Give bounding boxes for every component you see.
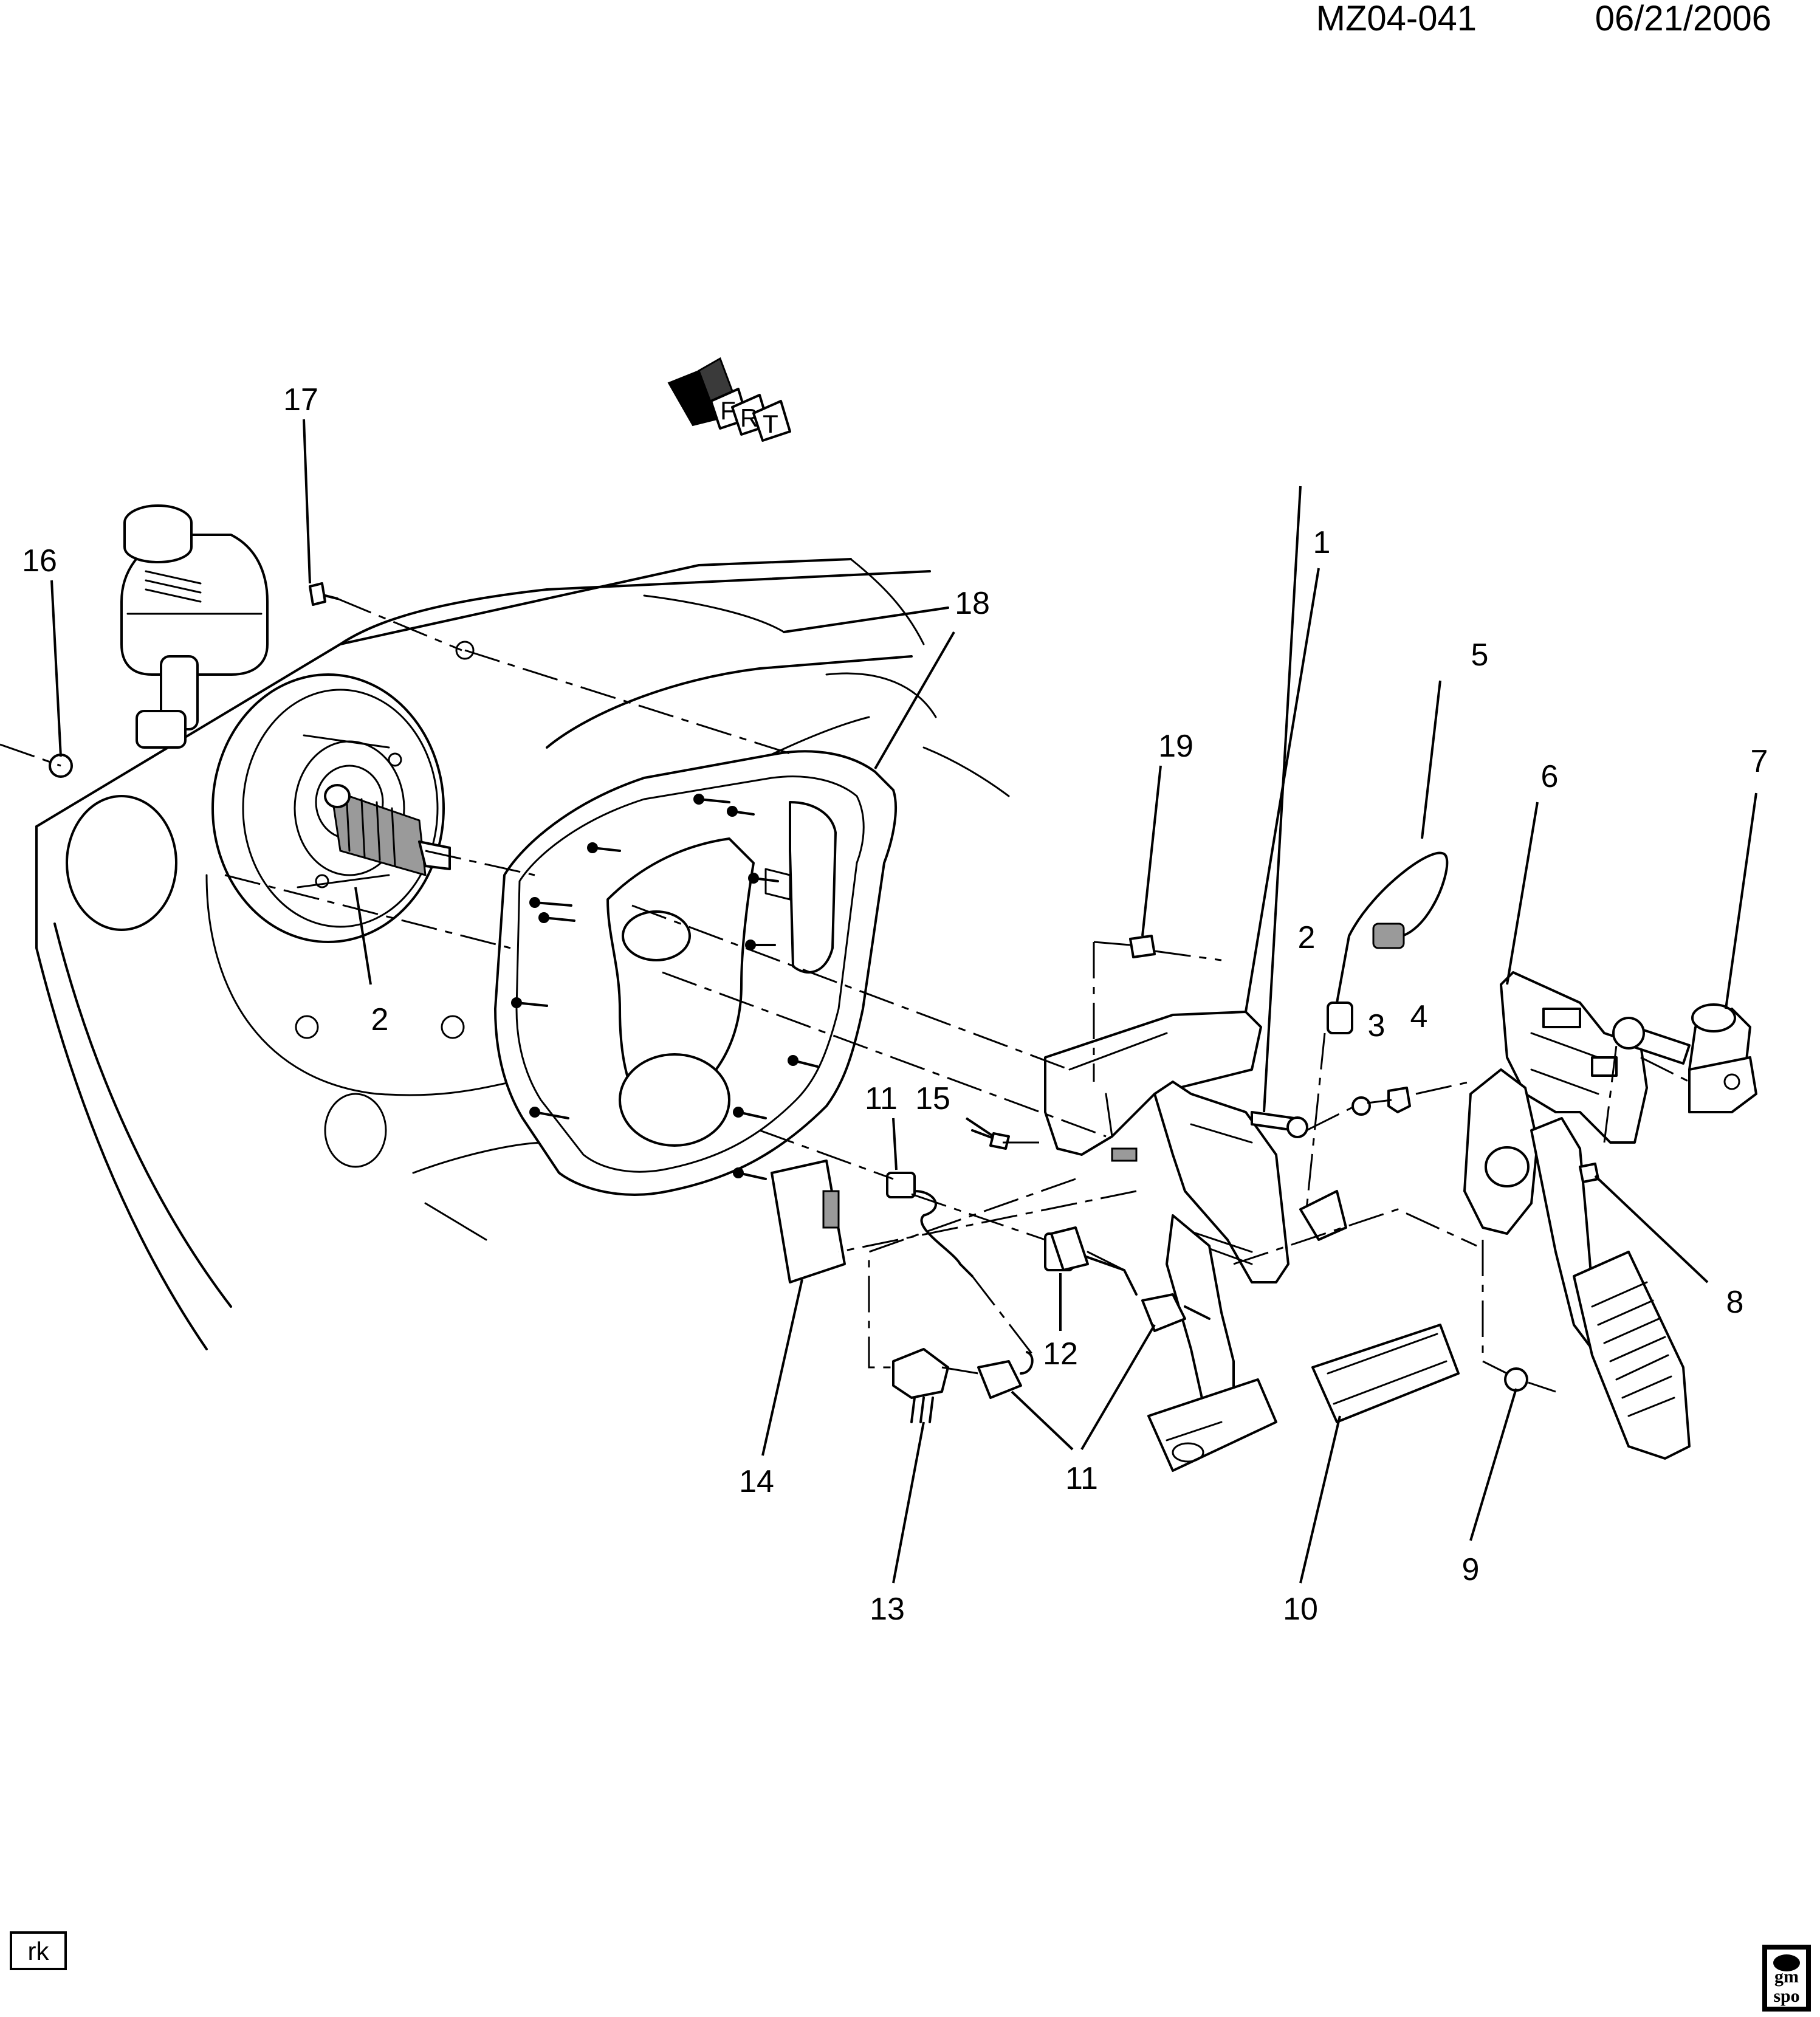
callout-labels: 1 2 2 3 4 5 6 7 8 9 10 11 11 12 13 14 15… xyxy=(22,382,1768,1627)
callout-13: 13 xyxy=(870,1592,905,1627)
pedal-pivot-bolt xyxy=(1251,1111,1308,1138)
sensor-12 xyxy=(1050,1226,1125,1271)
leader-lines xyxy=(50,419,1757,1584)
callout-17: 17 xyxy=(283,382,318,417)
brake-booster xyxy=(211,673,445,943)
wiring-harness-11 xyxy=(886,1172,1210,1399)
callout-11-upper: 11 xyxy=(865,1081,898,1116)
mounting-studs xyxy=(511,794,819,1180)
front-direction-arrow-icon: F R T xyxy=(667,357,791,442)
brake-pedal-bracket xyxy=(1044,1011,1289,1472)
callout-7: 7 xyxy=(1751,744,1768,779)
callout-10: 10 xyxy=(1283,1592,1318,1627)
svg-text:spo: spo xyxy=(1773,1986,1799,2006)
diagram-date: 06/21/2006 xyxy=(1595,0,1771,38)
nut-19 xyxy=(1129,935,1156,958)
callout-6: 6 xyxy=(1541,759,1559,794)
accelerator-pedal-bracket xyxy=(1463,971,1648,1235)
retainer-clip-4 xyxy=(1387,1087,1411,1113)
washer-3 xyxy=(1351,1096,1371,1116)
bolt-17 xyxy=(309,582,338,606)
callout-14: 14 xyxy=(739,1464,774,1499)
svg-text:rk: rk xyxy=(28,1937,50,1965)
bolt-8 xyxy=(1579,1163,1599,1183)
callout-16: 16 xyxy=(22,543,57,579)
svg-text:T: T xyxy=(763,410,778,438)
callout-4: 4 xyxy=(1410,999,1428,1034)
callout-2-pedal: 2 xyxy=(1298,920,1316,955)
dash-panel-body-structure xyxy=(35,558,1010,1350)
svg-text:gm: gm xyxy=(1774,1967,1799,1987)
diagram-code: MZ04-041 xyxy=(1316,0,1477,38)
callout-8: 8 xyxy=(1726,1285,1744,1320)
callout-12: 12 xyxy=(1043,1336,1078,1372)
callout-1: 1 xyxy=(1313,525,1331,560)
callout-5: 5 xyxy=(1471,637,1489,673)
nut-9 xyxy=(1504,1367,1528,1392)
pedal-adjust-actuator xyxy=(1612,1003,1757,1113)
callout-15: 15 xyxy=(915,1081,950,1116)
callout-19: 19 xyxy=(1158,729,1193,764)
accelerator-pedal xyxy=(1530,1117,1691,1460)
pedal-mounting-plate xyxy=(494,750,897,1196)
illustrator-initials-box: rk xyxy=(10,1931,67,1970)
callout-2-booster: 2 xyxy=(371,1002,389,1037)
gm-spo-logo: gm spo xyxy=(1762,1945,1811,2012)
brake-pedal-pad-cover xyxy=(1311,1324,1460,1423)
master-cylinder-reservoir xyxy=(120,504,269,749)
bolt-15 xyxy=(971,1129,1010,1150)
switch-13 xyxy=(892,1348,949,1423)
callout-11-lower: 11 xyxy=(1065,1461,1098,1496)
alignment-lines xyxy=(0,597,1690,1393)
callout-9: 9 xyxy=(1462,1552,1480,1587)
callout-18: 18 xyxy=(955,586,990,621)
callout-3: 3 xyxy=(1368,1008,1386,1043)
booster-boot-pushrod xyxy=(324,784,451,877)
control-module-14 xyxy=(771,1160,846,1283)
front-letter-t: T xyxy=(752,400,791,442)
brake-switch-harness xyxy=(1299,851,1449,1241)
